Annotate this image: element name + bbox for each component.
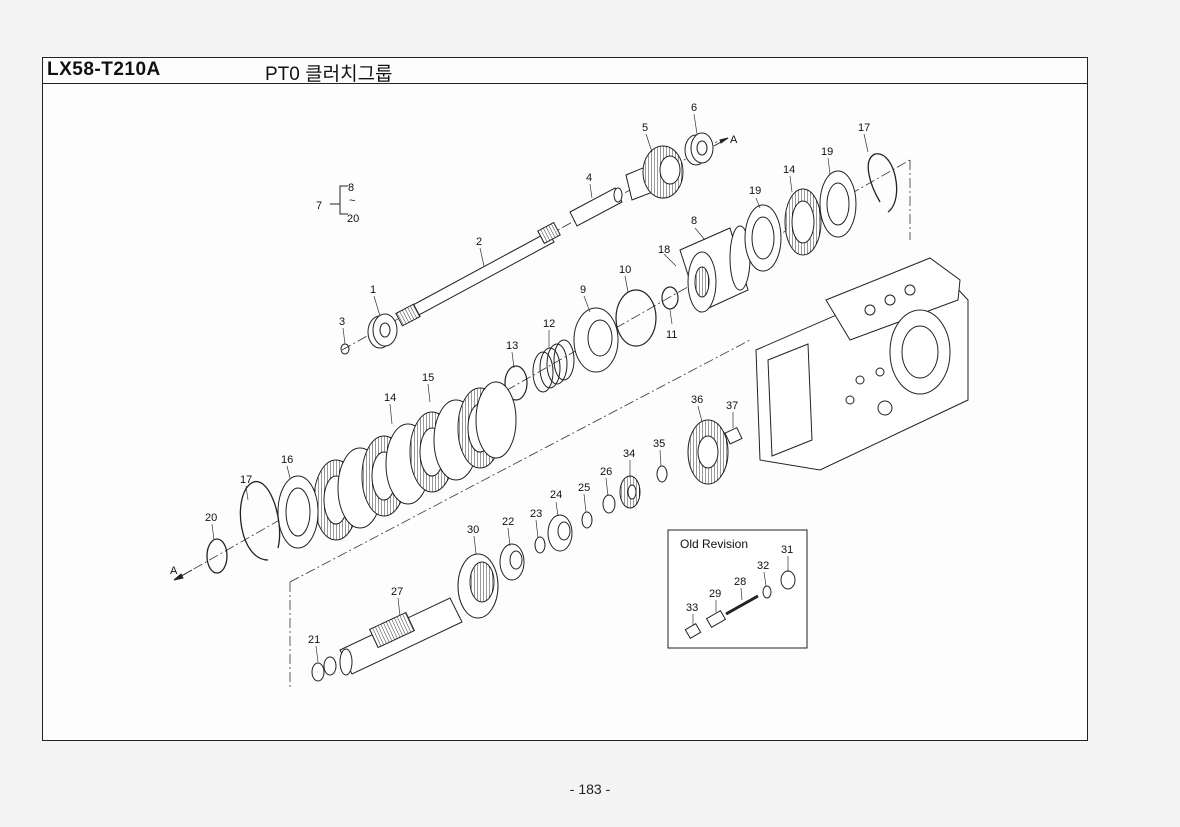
callout-17-left: 17 bbox=[240, 474, 252, 486]
group-bracket-7 bbox=[330, 185, 348, 215]
callout-2: 2 bbox=[476, 236, 482, 248]
callout-27: 27 bbox=[391, 586, 403, 598]
gear-34 bbox=[619, 475, 641, 509]
callout-26: 26 bbox=[600, 466, 612, 478]
ring-35 bbox=[656, 465, 668, 483]
callout-16: 16 bbox=[281, 454, 293, 466]
callout-29: 29 bbox=[709, 588, 721, 600]
snap-ring-3 bbox=[340, 343, 350, 355]
callout-15: 15 bbox=[422, 372, 434, 384]
bearing-24 bbox=[547, 514, 573, 552]
gear-30 bbox=[457, 553, 499, 619]
gear-36 bbox=[687, 419, 729, 485]
callout-35: 35 bbox=[653, 438, 665, 450]
callout-11: 11 bbox=[666, 329, 677, 341]
callout-4: 4 bbox=[586, 172, 592, 184]
snap-ring-17-left bbox=[239, 481, 281, 561]
callout-8: 8 bbox=[691, 215, 697, 227]
callout-14-left: 14 bbox=[384, 392, 396, 404]
arrow-a-left-label: A bbox=[170, 565, 178, 577]
clutch-drum-8 bbox=[679, 225, 751, 313]
page-number: - 183 - bbox=[569, 781, 611, 797]
callout-18: 18 bbox=[658, 244, 670, 256]
title-bar: LX58-T210A PT0 클러치그룹 bbox=[43, 58, 1087, 85]
sleeve-4 bbox=[569, 187, 623, 227]
shaft-2 bbox=[395, 221, 561, 327]
clutch-disc-pack bbox=[313, 381, 517, 541]
transmission-housing bbox=[755, 257, 969, 471]
lower-axis-line bbox=[289, 339, 751, 583]
callout-28: 28 bbox=[734, 576, 746, 588]
pressure-plate-16 bbox=[277, 475, 319, 549]
callout-32: 32 bbox=[757, 560, 769, 572]
callout-24: 24 bbox=[550, 489, 562, 501]
circlip-21a bbox=[311, 662, 325, 682]
old-revision-title: Old Revision bbox=[680, 537, 748, 551]
washer-13 bbox=[504, 365, 528, 401]
callout-7: 7 bbox=[316, 200, 322, 212]
bracket-to: 20 bbox=[347, 213, 359, 225]
callout-1: 1 bbox=[370, 284, 376, 296]
callout-34: 34 bbox=[623, 448, 635, 460]
callout-9: 9 bbox=[580, 284, 586, 296]
gear-5 bbox=[625, 145, 684, 201]
callout-3: 3 bbox=[339, 316, 345, 328]
output-shaft-27 bbox=[339, 597, 463, 676]
circlip-21b bbox=[323, 656, 337, 676]
bracket-tilde: ~ bbox=[349, 195, 355, 207]
callout-25: 25 bbox=[578, 482, 590, 494]
arrow-a-right-label: A bbox=[730, 134, 738, 146]
callout-19-a: 19 bbox=[749, 185, 761, 197]
callout-20: 20 bbox=[205, 512, 217, 524]
callout-21: 21 bbox=[308, 634, 320, 646]
bearing-22 bbox=[499, 543, 525, 581]
bearing-6 bbox=[684, 132, 714, 166]
o-ring-11 bbox=[661, 286, 679, 310]
bearing-1 bbox=[367, 313, 398, 349]
arrow-a-marks bbox=[173, 137, 729, 581]
page-title: PT0 클러치그룹 bbox=[265, 64, 393, 85]
callout-13: 13 bbox=[506, 340, 518, 352]
right-disc-pack bbox=[744, 170, 857, 272]
spring-12 bbox=[532, 339, 575, 393]
callout-6: 6 bbox=[691, 102, 697, 114]
callout-14-right: 14 bbox=[783, 164, 795, 176]
callout-37: 37 bbox=[726, 400, 738, 412]
piston-9 bbox=[573, 307, 619, 373]
ring-25 bbox=[581, 511, 593, 529]
bracket-from: 8 bbox=[348, 182, 354, 194]
snap-ring-17-right bbox=[867, 153, 898, 213]
callout-31: 31 bbox=[781, 544, 793, 556]
ring-23 bbox=[534, 536, 546, 554]
callout-12: 12 bbox=[543, 318, 555, 330]
callout-5: 5 bbox=[642, 122, 648, 134]
bush-37 bbox=[724, 426, 743, 445]
collar-26 bbox=[602, 494, 616, 514]
callout-labels: 1 2 3 4 5 6 8 9 10 11 12 13 14 14 15 16 … bbox=[170, 102, 870, 646]
callout-17-right: 17 bbox=[858, 122, 870, 134]
callout-30: 30 bbox=[467, 524, 479, 536]
model-code: LX58-T210A bbox=[47, 59, 161, 80]
snap-ring-20 bbox=[206, 538, 228, 574]
callout-10: 10 bbox=[619, 264, 631, 276]
callout-23: 23 bbox=[530, 508, 542, 520]
callout-33: 33 bbox=[686, 602, 698, 614]
o-ring-10 bbox=[615, 289, 657, 347]
leader-lines bbox=[211, 113, 869, 663]
callout-22: 22 bbox=[502, 516, 514, 528]
callout-36: 36 bbox=[691, 394, 703, 406]
callout-19-b: 19 bbox=[821, 146, 833, 158]
